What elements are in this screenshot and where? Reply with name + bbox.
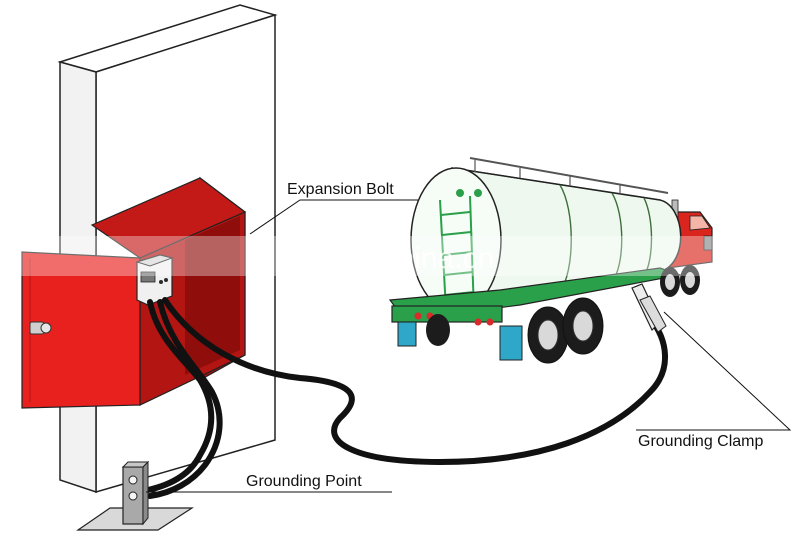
watermark: trade.china.cn — [20, 236, 800, 276]
ground-cable-to-point — [145, 299, 223, 499]
trailer-wheels — [426, 265, 700, 364]
ground-cable-to-clamp — [162, 297, 668, 466]
expansion-bolt-label: Expansion Bolt — [287, 181, 394, 198]
trailer-chassis — [388, 267, 683, 326]
grounding-clamp-label: Grounding Clamp — [638, 433, 764, 450]
label-expansion-bolt: Expansion Bolt — [249, 181, 418, 235]
cabinet-lock-icon — [29, 321, 52, 335]
watermark-text: trade.china.cn — [306, 242, 494, 275]
grounding-cabinet — [21, 176, 247, 409]
label-grounding-clamp: Grounding Clamp — [636, 311, 792, 450]
mud-flaps — [397, 321, 523, 361]
tanker-truck — [388, 157, 713, 364]
grounding-controller — [135, 254, 174, 306]
grounding-clamp — [631, 283, 667, 333]
grounding-point-label: Grounding Point — [246, 473, 362, 490]
grounding-point — [76, 460, 195, 531]
label-grounding-point: Grounding Point — [146, 473, 392, 493]
